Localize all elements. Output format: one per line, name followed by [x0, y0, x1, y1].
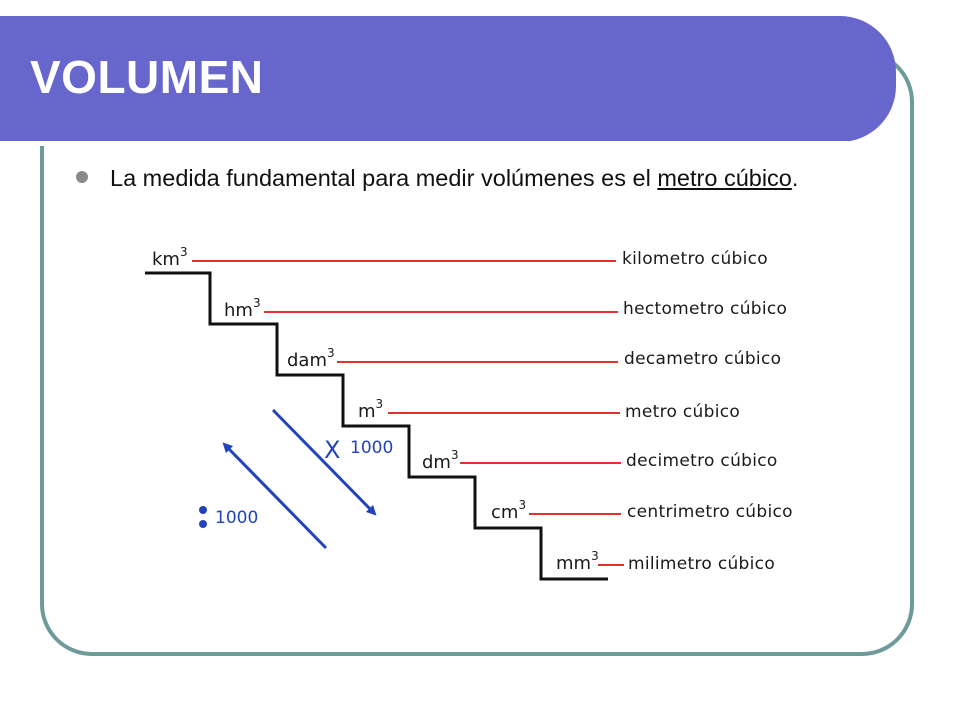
unit-name-cm: centrimetro cúbico — [627, 502, 793, 522]
divide-factor: 1000 — [215, 508, 258, 528]
unit-abbr-dm: dm3 — [422, 448, 459, 473]
title-underline — [0, 141, 848, 146]
unit-connector-lines — [192, 260, 624, 566]
multiply-arrow — [271, 408, 377, 516]
unit-names: kilometro cúbico hectometro cúbico decam… — [622, 249, 793, 574]
bullet-icon — [76, 171, 88, 183]
unit-name-dam: decametro cúbico — [624, 349, 781, 369]
staircase-line — [145, 271, 608, 581]
unit-abbr-cm: cm3 — [491, 498, 526, 523]
bullet-text-end: . — [791, 165, 799, 191]
divide-arrow — [222, 442, 328, 550]
metro-cubico-link[interactable]: metro cúbico — [657, 165, 792, 191]
multiply-factor: 1000 — [350, 438, 393, 458]
unit-name-mm: milimetro cúbico — [628, 554, 775, 574]
content-frame — [40, 50, 914, 656]
bullet-text: La medida fundamental para medir volúmen… — [110, 162, 867, 195]
unit-name-km: kilometro cúbico — [622, 249, 768, 269]
multiply-symbol: X — [324, 436, 340, 464]
unit-abbr-hm: hm3 — [224, 296, 261, 321]
unit-abbr-m: m3 — [358, 397, 383, 422]
unit-name-m: metro cúbico — [625, 402, 740, 422]
unit-abbr-km: km3 — [152, 245, 188, 270]
title-bar — [0, 16, 896, 146]
unit-abbr-dam: dam3 — [287, 346, 335, 371]
unit-name-dm: decimetro cúbico — [626, 451, 778, 471]
divide-symbol — [199, 506, 207, 528]
unit-name-hm: hectometro cúbico — [623, 299, 787, 319]
unit-abbreviations: km3 hm3 dam3 m3 dm3 cm3 mm3 — [152, 245, 599, 574]
unit-abbr-mm: mm3 — [556, 549, 599, 574]
slide-title: VOLUMEN — [30, 51, 264, 103]
bullet-text-lead: La medida fundamental para medir volúmen… — [110, 165, 658, 191]
